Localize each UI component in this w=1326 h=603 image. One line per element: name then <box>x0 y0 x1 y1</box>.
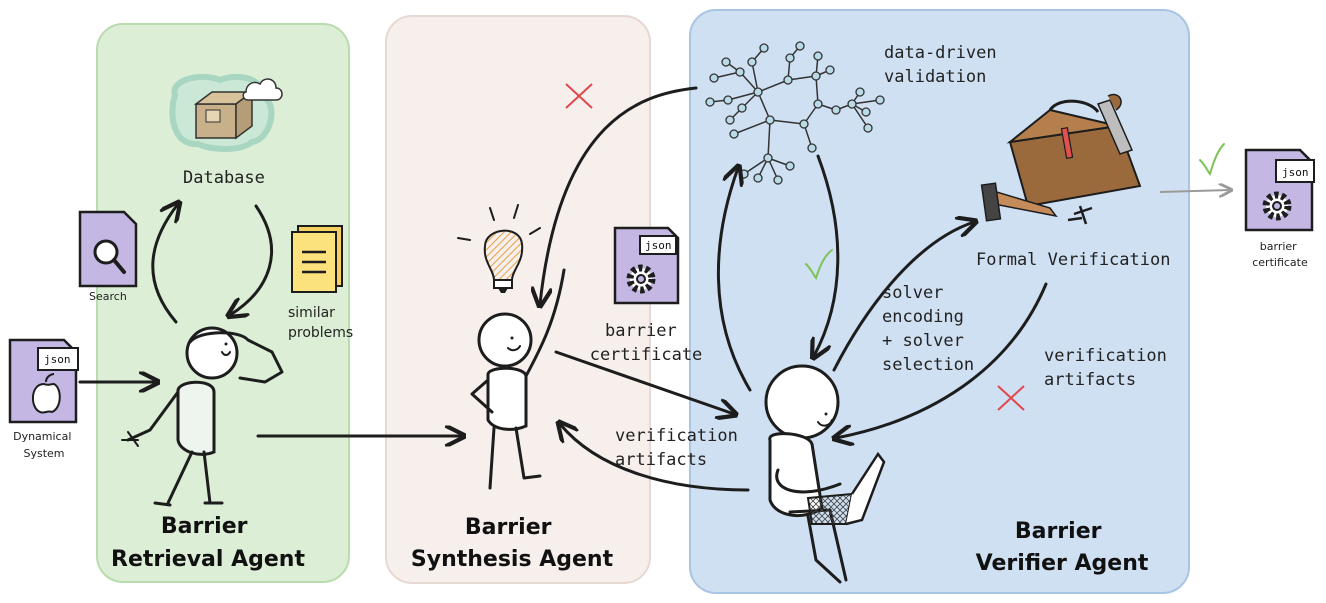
solver-encoding-label: solver encoding + solver selection <box>882 283 974 375</box>
x-mark-icon <box>997 385 1025 411</box>
middle-barrier-certificate-label: barrier certificate <box>590 321 703 365</box>
arrow-database-to-agent <box>230 204 273 315</box>
synthesis-agent-title: Barrier Synthesis Agent <box>411 515 614 572</box>
dynamical-json-badge: json <box>44 353 71 366</box>
data-driven-validation-label: data-driven validation <box>884 43 1007 87</box>
synthesis-agent-panel <box>385 15 651 584</box>
arrow-network-to-verifier <box>814 154 840 356</box>
similar-problems-icon <box>291 225 343 293</box>
x-mark-icon <box>565 83 593 109</box>
arrow-verifier-to-network <box>717 168 752 392</box>
arrow-formal-to-verifier <box>836 282 1048 438</box>
output-barrier-certificate-label: barrier certificate <box>1252 240 1308 269</box>
arrow-synthesis-to-verifier <box>554 350 734 414</box>
database-icon <box>169 73 283 152</box>
arrow-verifier-to-formal <box>832 222 974 372</box>
output-certificate-file-icon <box>1244 148 1315 232</box>
network-graph-icon <box>705 41 885 185</box>
toolbox-icon <box>980 93 1142 225</box>
arrow-network-to-synthesis <box>540 86 698 304</box>
search-file-icon <box>78 210 138 288</box>
arrow-verifier-to-synthesis <box>560 424 750 492</box>
retrieval-agent-figure <box>121 326 284 507</box>
verification-artifacts-right-label: verification artifacts <box>1044 346 1177 390</box>
search-label: Search <box>89 290 127 303</box>
synthesis-agent-figure <box>470 268 566 490</box>
middle-cert-json-badge: json <box>645 239 672 252</box>
check-mark-icon <box>805 249 833 280</box>
formal-verification-label: Formal Verification <box>976 250 1170 270</box>
verifier-agent-figure <box>764 364 848 584</box>
similar-problems-label: similar problems <box>288 305 353 341</box>
database-label: Database <box>183 168 265 188</box>
laptop-icon <box>806 451 886 526</box>
arrow-agent-to-database <box>151 204 178 324</box>
verifier-agent-title: Barrier Verifier Agent <box>976 519 1149 576</box>
verification-artifacts-middle-label: verification artifacts <box>615 426 748 470</box>
dynamical-system-file-icon <box>8 338 79 424</box>
dynamical-system-label: Dynamical System <box>13 430 75 460</box>
arrow-formal-to-output <box>1159 190 1230 192</box>
output-cert-json-badge: json <box>1282 166 1309 179</box>
check-mark-icon <box>1199 143 1225 176</box>
light-bulb-icon <box>457 204 541 293</box>
barrier-certificate-file-icon <box>613 226 680 305</box>
retrieval-agent-title: Barrier Retrieval Agent <box>111 514 305 572</box>
